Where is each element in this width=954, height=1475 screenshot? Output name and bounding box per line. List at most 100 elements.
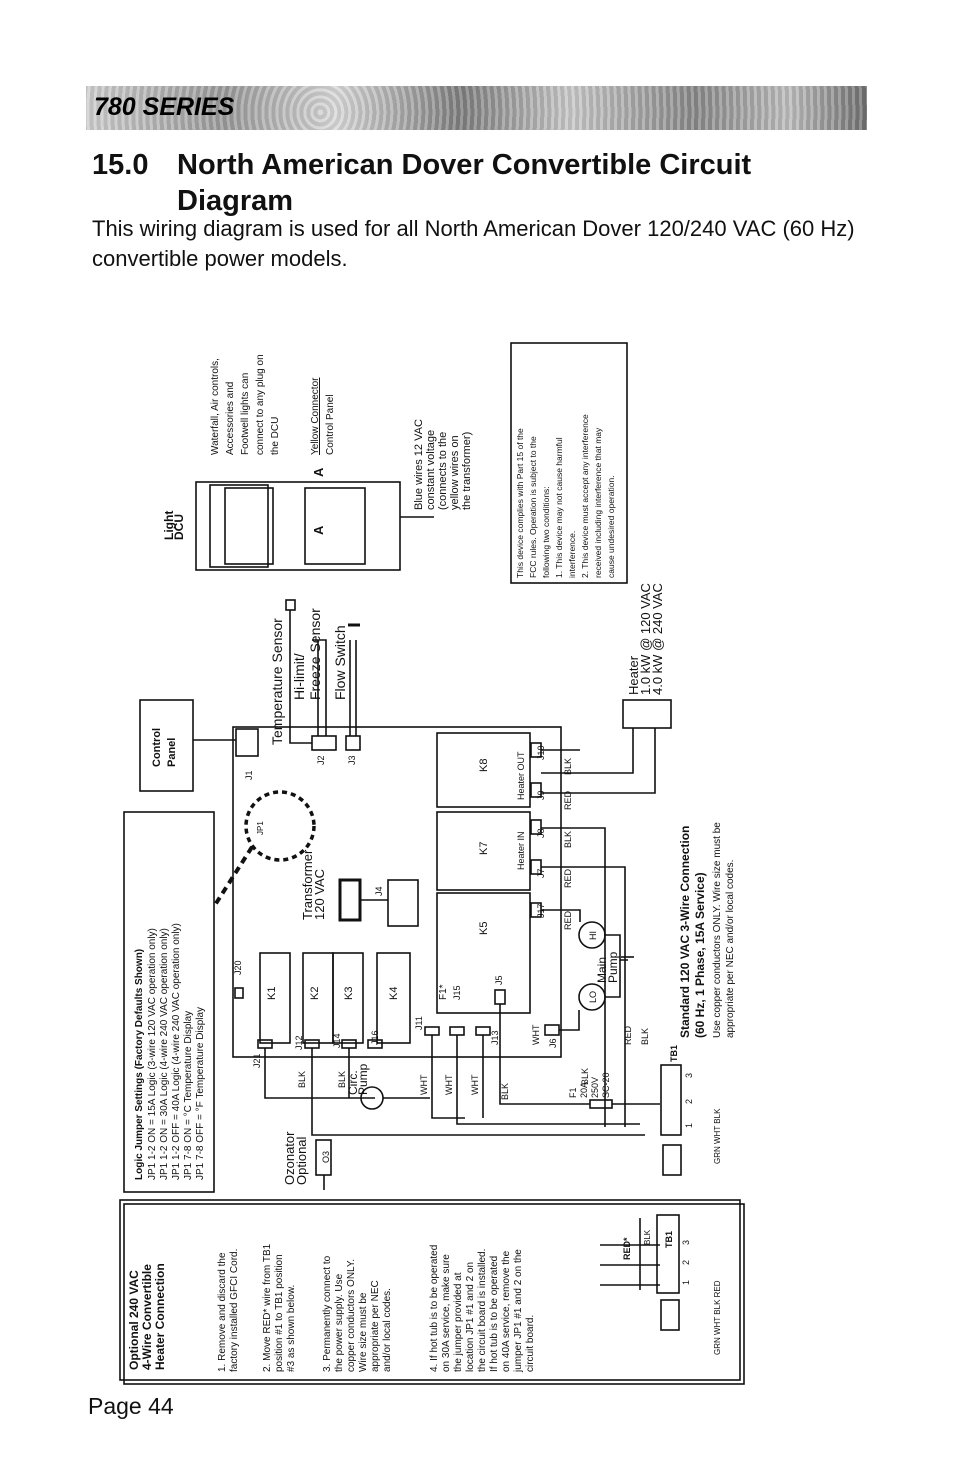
connector-j7: J7: [536, 868, 546, 878]
connector-marker-a1: A: [311, 467, 326, 477]
connector-j1: J1: [244, 770, 254, 780]
fcc-notice-3: 1. This device may not cause harmful: [554, 437, 564, 578]
optional-step-3-3: Wire size must be: [358, 1292, 369, 1372]
connector-j15: J15: [452, 985, 462, 1000]
lo-label: LO: [588, 991, 598, 1003]
optional-tb1: TB1: [664, 1231, 674, 1248]
wire-wht-2: WHT: [444, 1074, 454, 1095]
opt-num-1: 1: [681, 1280, 691, 1285]
optional-step-4-4: the circuit board is installed.: [477, 1249, 488, 1372]
waterfall-note-4: the DCU: [270, 417, 281, 455]
fcc-notice-4: interference.: [567, 531, 577, 578]
standard-note-1: appropriate per NEC and/or local codes.: [725, 860, 736, 1038]
circ-pump-label-0: Circ.: [346, 1070, 360, 1095]
optional-red-star: RED*: [622, 1237, 632, 1260]
optional-blk: BLK: [643, 1229, 652, 1245]
blue-wires-note-3: yellow wires on: [449, 435, 461, 510]
optional-step-2-1: position #1 to TB1 position: [274, 1254, 285, 1372]
optional-step-3-5: and/or local codes.: [382, 1288, 393, 1372]
blue-wires-note-4: the transformer): [461, 432, 473, 510]
fcc-notice-2: following two conditions:: [541, 486, 551, 578]
wire-blk-6: BLK: [563, 831, 573, 848]
standard-title-1: (60 Hz, 1 Phase, 15A Service): [693, 872, 707, 1038]
optional-step-1-0: 1. Remove and discard the: [217, 1252, 228, 1372]
relay-k8: K8: [478, 759, 490, 772]
connector-j13: J13: [490, 1030, 500, 1045]
fuse-spec-3: SC-20: [601, 1072, 611, 1098]
relay-k2: K2: [309, 987, 321, 1000]
jumper-line-4: JP1 7-8 OFF = °F Temperature Display: [195, 1007, 206, 1180]
optional-title-0: Optional 240 VAC: [127, 1270, 141, 1370]
heater-in-label: Heater IN: [516, 831, 526, 870]
jp1-label: JP1: [256, 821, 265, 835]
circ-pump-label-1: Pump: [356, 1063, 370, 1095]
waterfall-note-0: Waterfall, Air controls,: [210, 358, 221, 455]
wire-blk-3: BLK: [500, 1083, 510, 1100]
jumper-line-3: JP1 7-8 ON = °C Temperature Display: [183, 1011, 194, 1180]
optional-step-4-7: jumper JP1 #1 and 2 on the: [513, 1249, 524, 1373]
optional-step-4-1: on 30A service, make sure: [441, 1254, 452, 1372]
series-label: 780 SERIES: [94, 93, 235, 121]
fcc-notice-5: 2. This device must accept any interfere…: [580, 414, 590, 578]
wire-red-4: RED: [563, 790, 573, 810]
fuse-spec-0: F1: [568, 1087, 578, 1098]
optional-step-4-2: the jumper provided at: [453, 1272, 464, 1372]
fuse-spec-1: 20A: [579, 1082, 589, 1098]
connector-j21: J21: [252, 1053, 262, 1068]
opt-colors: GRN WHT BLK RED: [713, 1280, 722, 1355]
waterfall-note-1: Accessories and: [225, 382, 236, 455]
waterfall-note-2: Footwell lights can: [240, 373, 251, 455]
hi-label: HI: [588, 931, 598, 940]
optional-step-4-8: circuit board.: [525, 1315, 536, 1372]
yellow-connector-label: Yellow Connector: [310, 377, 321, 455]
light-dcu-label-1: DCU: [172, 514, 186, 540]
connector-j11: J11: [414, 1016, 424, 1030]
light-dcu-label-0: Light: [162, 511, 176, 540]
std-colors: GRN WHT BLK: [713, 1108, 722, 1164]
wire-blk-4: BLK: [580, 1068, 590, 1085]
heater-label-2: 4.0 kW @ 240 VAC: [650, 583, 665, 695]
section-title-line1: North American Dover Convertible Circuit: [177, 149, 752, 181]
ozonator-label-1: Optional: [294, 1136, 309, 1185]
wire-red-1: RED: [623, 1025, 633, 1045]
wire-blk-1: BLK: [297, 1071, 307, 1088]
optional-step-3-2: copper conductors ONLY.: [346, 1259, 357, 1372]
section-title-line2: Diagram: [177, 185, 294, 217]
connector-j3: J3: [347, 755, 357, 765]
fcc-notice-7: cause undesired operation.: [606, 475, 616, 578]
hilimit-label-1: Freeze Sensor: [307, 608, 323, 700]
wire-blk-7: BLK: [563, 758, 573, 775]
tb1-label: TB1: [669, 1045, 679, 1062]
connector-j6: J6: [548, 1038, 558, 1048]
waterfall-note-3: connect to any plug on: [255, 354, 266, 455]
wire-red-2: RED: [563, 910, 573, 930]
jumper-title: Logic Jumper Settings (Factory Defaults …: [134, 949, 145, 1180]
optional-step-3-0: 3. Permanently connect to: [322, 1255, 333, 1372]
connector-marker-a2: A: [311, 525, 326, 535]
jumper-line-2: JP1 1-2 OFF = 40A Logic (4-wire 240 VAC …: [171, 923, 182, 1180]
heater-out-label: Heater OUT: [516, 751, 526, 800]
connector-j2: J2: [316, 755, 326, 765]
opt-num-3: 3: [681, 1240, 691, 1245]
connector-j9: J9: [536, 790, 546, 800]
tb1-num-1: 1: [684, 1123, 694, 1128]
series-banner: 780 SERIES: [86, 86, 867, 130]
fuse-label: F1*: [438, 984, 449, 1000]
optional-step-4-6: on 40A service, remove the: [501, 1250, 512, 1372]
wire-blk-2: BLK: [337, 1071, 347, 1088]
blue-wires-note-1: constant voltage: [425, 430, 437, 510]
fcc-notice-6: received including interference that may: [593, 427, 603, 578]
main-pump-label-0: Main: [595, 957, 609, 983]
ozonator-label-0: Ozonator: [282, 1131, 297, 1185]
connector-j14: J14: [332, 1033, 342, 1048]
optional-title-1: 4-Wire Convertible: [140, 1264, 154, 1370]
blue-wires-note-0: Blue wires 12 VAC: [413, 419, 425, 510]
optional-step-4-5: If hot tub is to be operated: [489, 1256, 500, 1372]
connector-j17: J17: [536, 903, 546, 918]
section-number: 15.0: [92, 149, 149, 181]
connector-j5: J5: [494, 975, 504, 985]
connector-j10: J10: [536, 745, 546, 760]
optional-step-3-1: the power supply. Use: [334, 1273, 345, 1372]
control-panel-box: [139, 699, 194, 792]
